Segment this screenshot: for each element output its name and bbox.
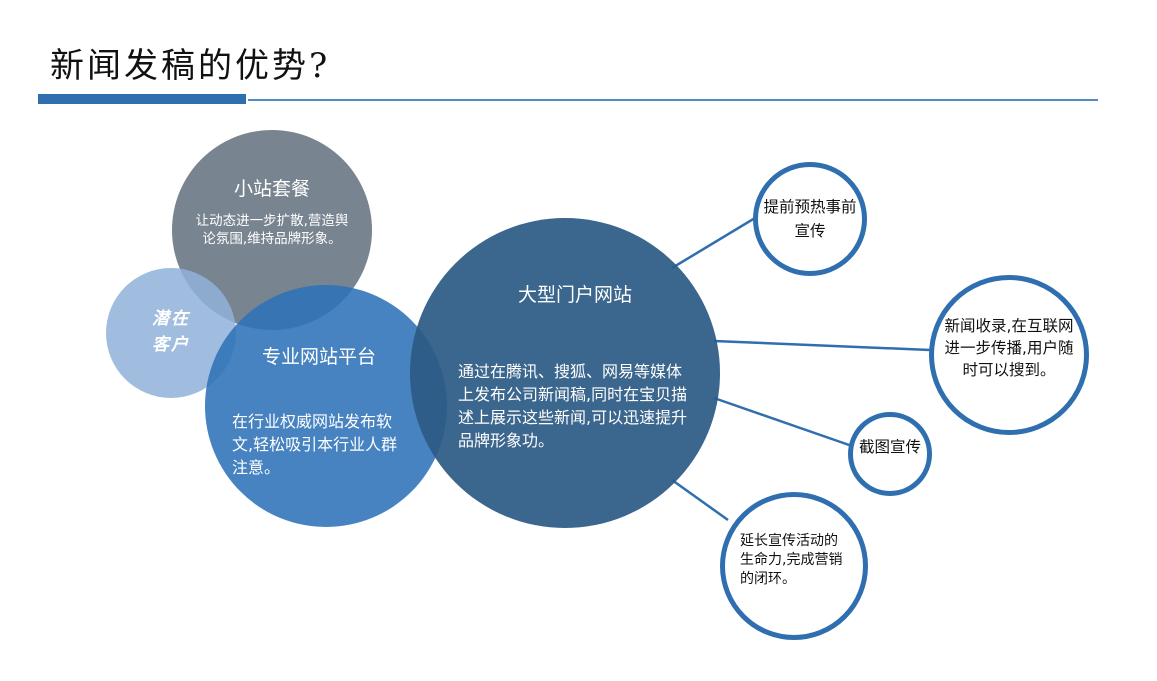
ring-preheat xyxy=(753,162,867,276)
latent-customer-label: 潜在 客户 xyxy=(120,306,222,358)
title-underline xyxy=(248,99,1098,101)
indexing-text: 新闻收录,在互联网进一步传播,用户随时可以搜到。 xyxy=(944,317,1074,379)
portal-title: 大型门户网站 xyxy=(517,284,632,306)
latent-line-2: 客户 xyxy=(152,335,190,355)
page-title: 新闻发稿的优势? xyxy=(50,46,331,86)
connector-screenshot xyxy=(713,396,853,448)
connector-extend xyxy=(671,478,729,522)
pro-platform-body: 在行业权威网站发布软文,轻松吸引本行业人群注意。 xyxy=(232,412,398,477)
pro-platform-title: 专业网站平台 xyxy=(262,346,377,368)
connector-indexing xyxy=(713,339,931,352)
connector-preheat xyxy=(671,213,761,270)
latent-line-1: 潜在 xyxy=(152,309,190,329)
ring-extend xyxy=(720,492,868,640)
ring-screenshot xyxy=(848,412,932,496)
small-site-title: 小站套餐 xyxy=(233,178,310,200)
title-underline-accent xyxy=(38,94,246,104)
extend-text: 延长宣传活动的生命力,完成营销的闭环。 xyxy=(740,533,843,587)
portal-body: 通过在腾讯、搜狐、网易等媒体上发布公司新闻稿,同时在宝贝描述上展示这些新闻,可以… xyxy=(458,362,688,450)
bubble-large-portal xyxy=(410,218,720,528)
small-site-body: 让动态进一步扩散,营造舆论氛围,维持品牌形象。 xyxy=(195,213,349,247)
screenshot-text: 截图宣传 xyxy=(858,438,921,456)
ring-indexing xyxy=(929,275,1089,435)
bubble-professional-platform xyxy=(205,285,447,527)
preheat-text: 提前预热事前宣传 xyxy=(763,198,857,240)
